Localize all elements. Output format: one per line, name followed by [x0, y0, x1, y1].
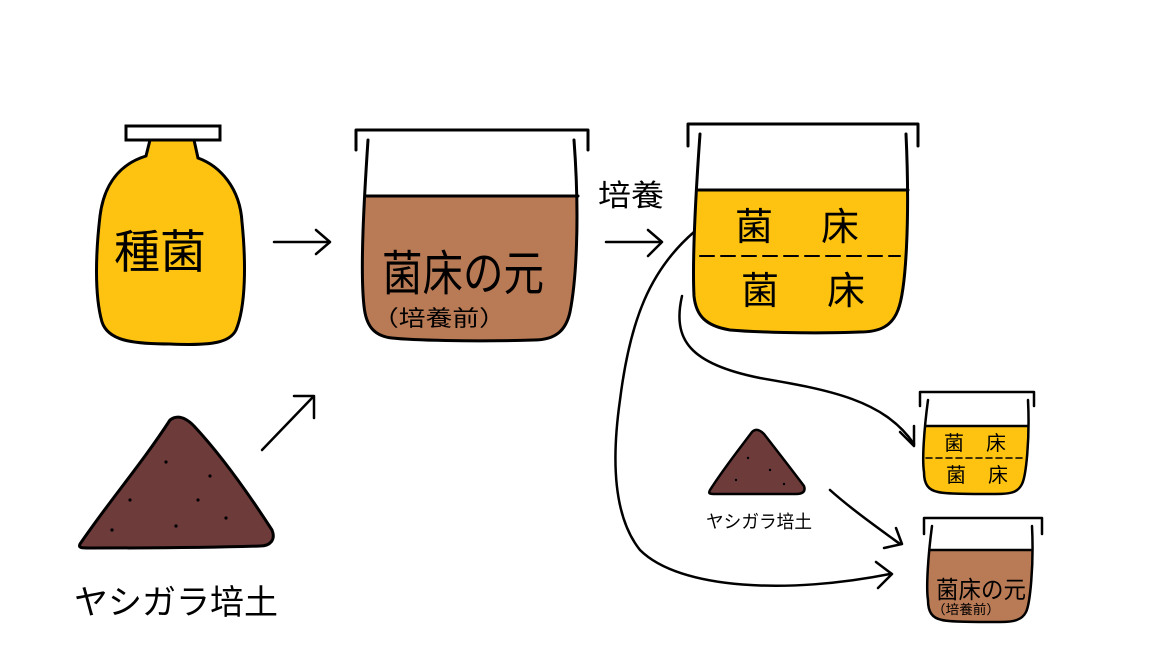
soil-pile-label: ヤシガラ培土: [74, 583, 278, 623]
small-medium-jar-fill: [927, 550, 1032, 622]
small-cultured-jar-top-left: 菌: [944, 431, 964, 455]
small-soil-pile-shape: [708, 428, 806, 496]
culture-arrow: 培養: [598, 179, 664, 258]
small-cultured-jar-bottom-right: 床: [988, 463, 1008, 487]
small-cultured-jar-top-right: 床: [986, 431, 1006, 455]
medium-jar-rim: [354, 128, 590, 152]
bottle-cap: [124, 124, 222, 142]
cultured-jar-top-right: 床: [821, 205, 859, 249]
small-soil-pile-label: ヤシガラ培土: [706, 512, 812, 533]
medium-jar-title: 菌床の元: [382, 246, 544, 302]
medium-jar: 菌床の元 （培養前）: [354, 128, 590, 343]
soil-pile-shape: [78, 415, 275, 550]
small-medium-jar-title: 菌床の元: [936, 576, 1026, 604]
cultured-jar-top-left: 菌: [735, 205, 773, 249]
speckle: [782, 482, 786, 486]
speckle: [224, 516, 228, 520]
medium-jar-subtitle: （培養前）: [372, 307, 506, 332]
soil-speckles: [110, 460, 228, 532]
small-cultured-jar: 菌 床 菌 床: [918, 390, 1036, 496]
soil-pile: ヤシガラ培土: [74, 415, 278, 623]
speckle: [734, 478, 738, 482]
arrow-jar-to-small-medium: [614, 230, 894, 590]
culture-arrow-label: 培養: [598, 179, 664, 214]
arrow-jar-to-small-cultured: [678, 294, 916, 448]
speckle: [110, 528, 114, 532]
medium-jar-outline: [360, 138, 579, 343]
small-medium-jar-subtitle: （培養前）: [932, 602, 1000, 618]
cultured-jar-rim: [686, 122, 920, 148]
speckle: [768, 468, 772, 472]
small-cultured-jar-bottom-left: 菌: [946, 463, 966, 487]
speckle: [174, 524, 178, 528]
speckle: [164, 460, 168, 464]
speckle: [208, 474, 212, 478]
small-medium-jar: 菌床の元 （培養前）: [922, 516, 1044, 624]
cultured-jar-bottom-left: 菌: [741, 269, 779, 313]
arrow-bottle-to-jar: [272, 228, 332, 256]
cultured-jar-outline: [691, 132, 910, 335]
cultured-jar-fill: [693, 190, 908, 333]
arrow-soil-to-jar: [260, 394, 316, 452]
small-medium-jar-outline: [925, 524, 1034, 624]
cultured-jar-bottom-right: 床: [827, 269, 865, 313]
seed-bottle: 種菌: [95, 124, 246, 346]
speckle: [196, 498, 200, 502]
small-medium-jar-rim: [922, 516, 1044, 536]
medium-jar-fill: [362, 196, 579, 341]
arrow-small-soil-to-jar: [828, 488, 904, 550]
small-cultured-jar-rim: [918, 390, 1036, 408]
small-soil-pile: ヤシガラ培土: [706, 428, 812, 533]
bottle-body: [95, 138, 246, 346]
small-cultured-jar-fill: [923, 426, 1028, 494]
small-soil-speckles: [734, 456, 786, 486]
seed-bottle-label: 種菌: [114, 225, 206, 279]
cultured-jar: 菌 床 菌 床: [686, 122, 920, 335]
small-cultured-jar-outline: [921, 398, 1030, 496]
speckle: [746, 456, 750, 460]
speckle: [128, 498, 132, 502]
